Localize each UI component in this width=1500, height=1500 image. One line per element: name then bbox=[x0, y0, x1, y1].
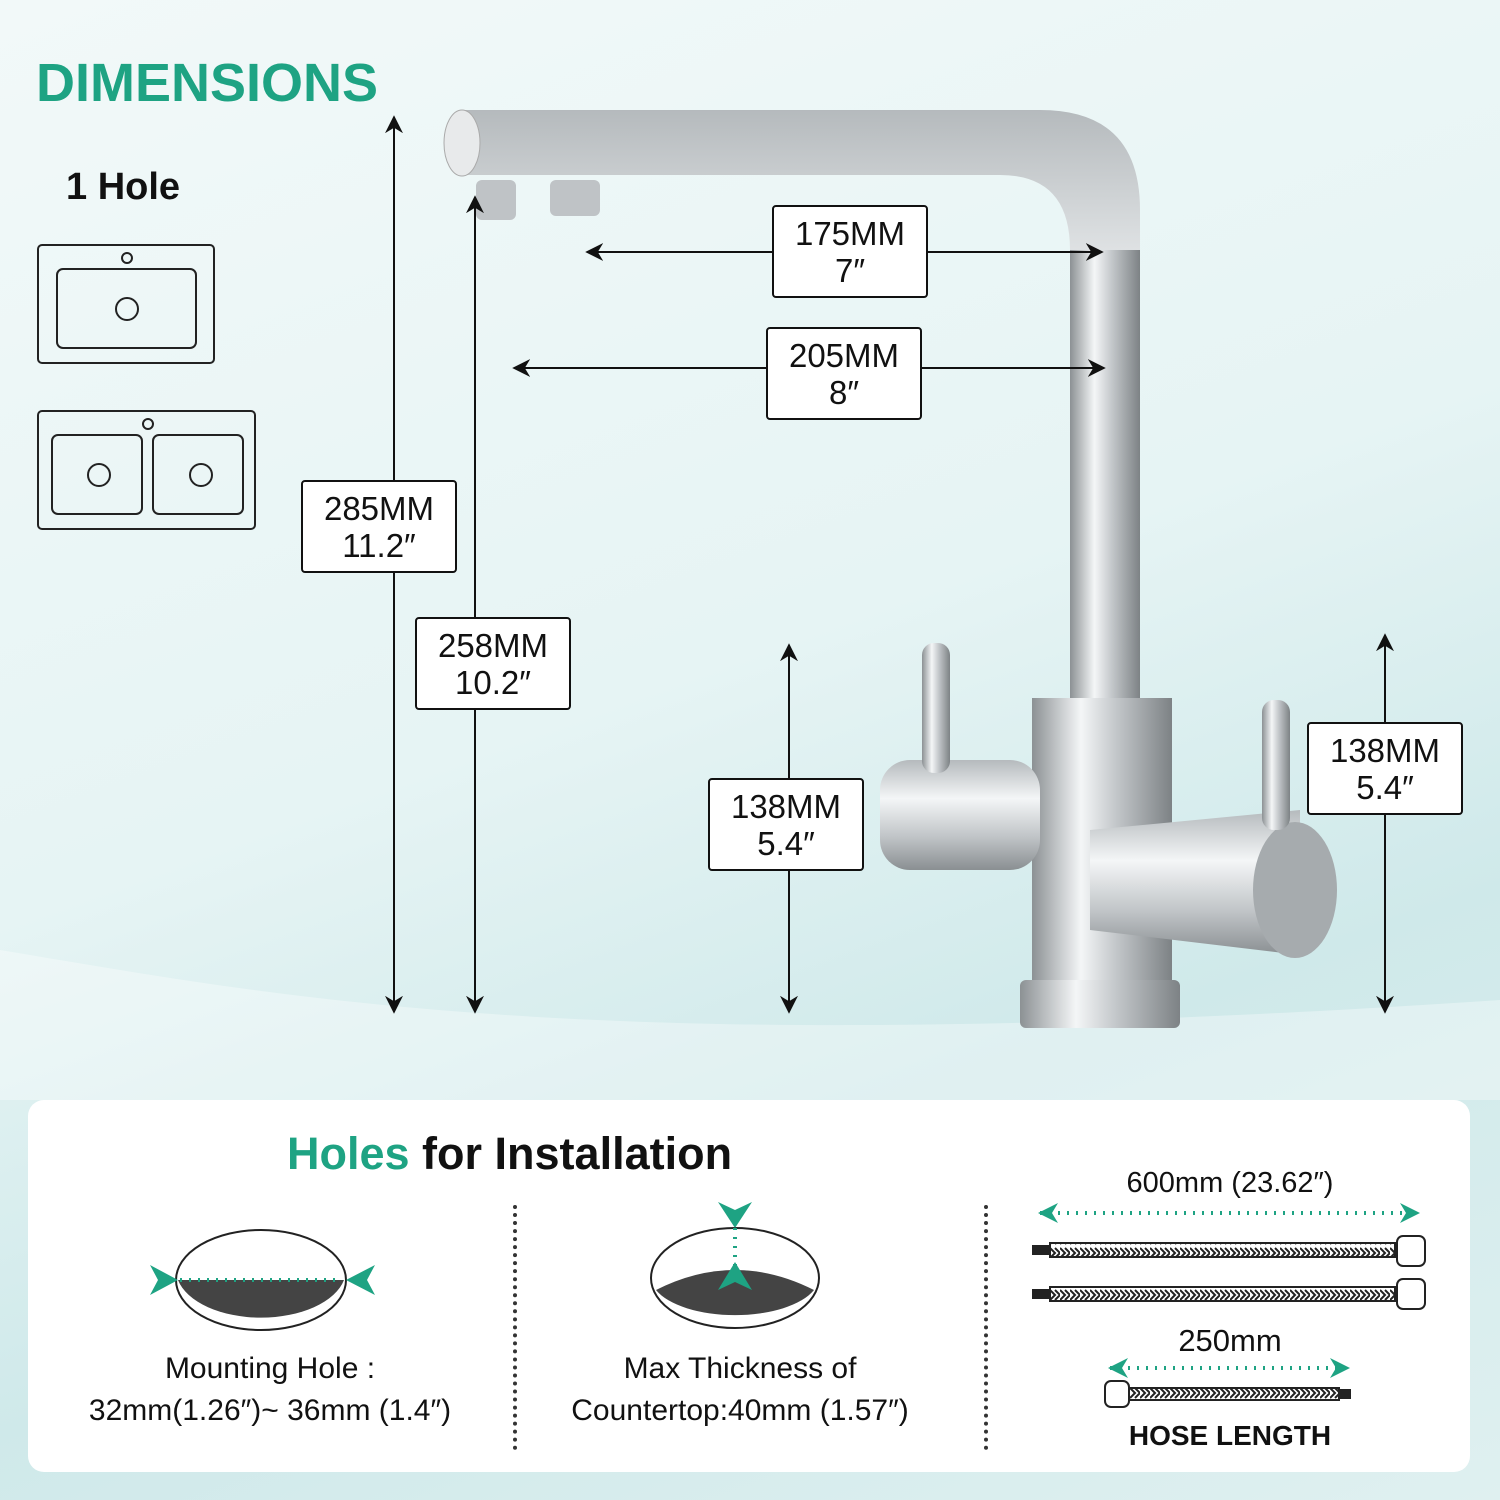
long-hose-length: 600mm (23.62″) bbox=[1126, 1167, 1334, 1199]
caption-line: Max Thickness of bbox=[623, 1352, 857, 1385]
dim-in: 11.2″ bbox=[342, 526, 416, 564]
single-sink-icon bbox=[37, 244, 215, 364]
faucet-image bbox=[443, 109, 1337, 1028]
countertop-caption: Max Thickness of Countertop:40mm (1.57″) bbox=[530, 1348, 950, 1432]
dim-in: 8″ bbox=[828, 373, 860, 411]
dim-mm: 258MM bbox=[437, 626, 549, 664]
hole-count-label: 1 Hole bbox=[66, 166, 181, 208]
countertop-thickness-icon bbox=[650, 1202, 820, 1329]
title-accent: Holes bbox=[287, 1128, 410, 1179]
dim-mm: 285MM bbox=[323, 489, 435, 527]
dim-in: 10.2″ bbox=[455, 663, 531, 701]
mounting-hole-icon bbox=[150, 1229, 375, 1331]
dim-mm: 138MM bbox=[1329, 731, 1441, 769]
caption-line: Mounting Hole : bbox=[164, 1352, 376, 1385]
caption-line: Countertop:40mm (1.57″) bbox=[571, 1394, 909, 1427]
dim-mm: 205MM bbox=[788, 336, 900, 374]
dim-in: 5.4″ bbox=[1356, 768, 1414, 806]
hose-icons bbox=[1032, 1203, 1426, 1408]
double-sink-icon bbox=[37, 410, 256, 530]
installation-title: Holes for Installation bbox=[287, 1128, 732, 1180]
divider bbox=[513, 1205, 517, 1450]
title-rest: for Installation bbox=[409, 1128, 733, 1179]
dim-in: 5.4″ bbox=[757, 824, 815, 862]
mounting-hole-caption: Mounting Hole : 32mm(1.26″)~ 36mm (1.4″) bbox=[50, 1348, 490, 1432]
hose-length-label: HOSE LENGTH bbox=[1128, 1420, 1332, 1451]
dim-mm: 138MM bbox=[730, 787, 842, 825]
caption-line: 32mm(1.26″)~ 36mm (1.4″) bbox=[88, 1394, 452, 1427]
page-title: DIMENSIONS bbox=[36, 53, 379, 113]
short-hose-length: 250mm bbox=[1178, 1323, 1282, 1358]
dim-in: 7″ bbox=[834, 251, 866, 289]
divider bbox=[984, 1205, 988, 1450]
dim-mm: 175MM bbox=[794, 214, 906, 252]
